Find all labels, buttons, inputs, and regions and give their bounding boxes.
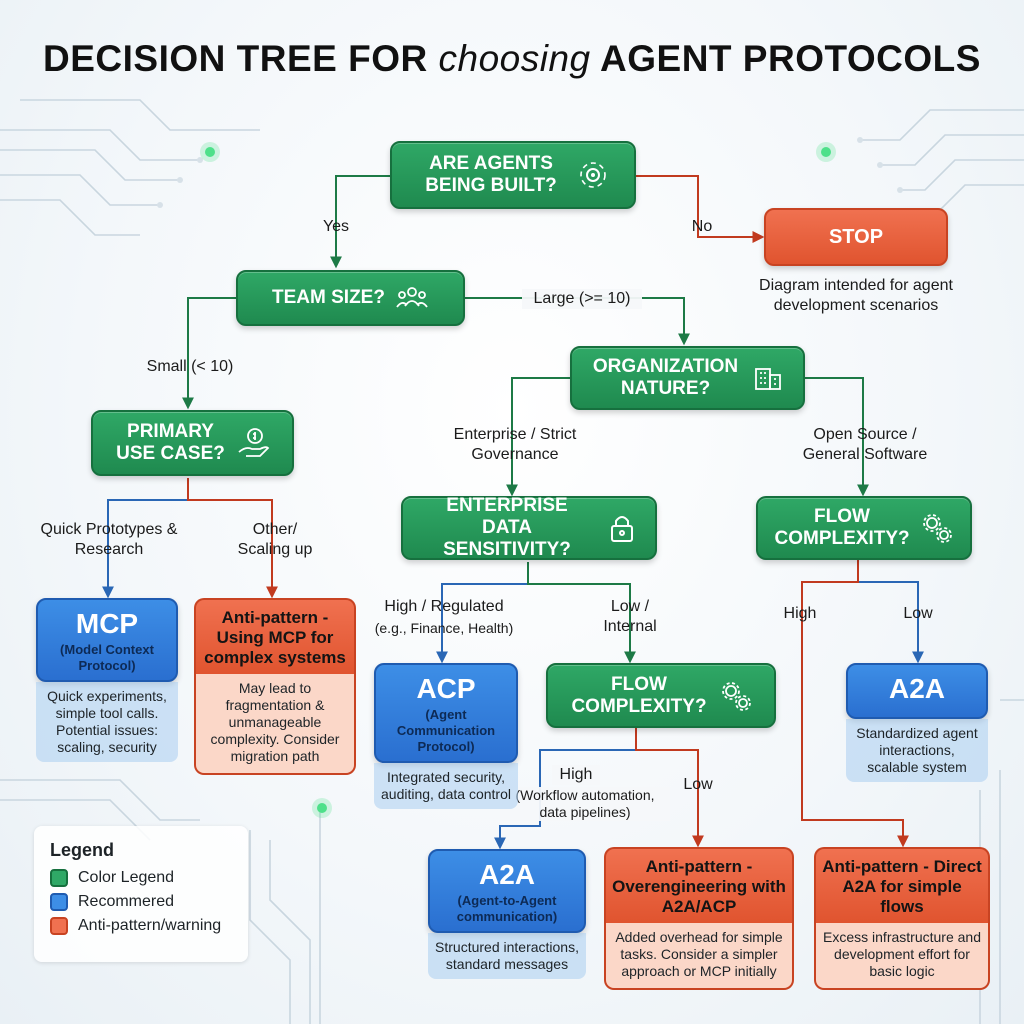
outcome-a2a-head: A2A (Agent-to-Agent communication): [428, 849, 586, 933]
legend-swatch-red: [50, 917, 68, 935]
outcome-anti-pattern-overengineering: Anti-pattern - Overengineering with A2A/…: [604, 847, 794, 990]
node-label: TEAM SIZE?: [272, 287, 385, 308]
outcome-mcp-head: MCP (Model Context Protocol): [36, 598, 178, 682]
gears-icon: [722, 681, 751, 711]
node-flow-complexity-internal: FLOW COMPLEXITY?: [546, 663, 776, 728]
node-label: PRIMARY USE CASE?: [116, 421, 225, 464]
page-title: DECISION TREE FOR choosing AGENT PROTOCO…: [43, 38, 981, 79]
outcome-a2a-workflow: A2A (Agent-to-Agent communication) Struc…: [428, 849, 586, 979]
anti-pattern-description: May lead to fragmentation & unmanageable…: [194, 674, 356, 775]
legend-swatch-blue: [50, 893, 68, 911]
team-icon: [396, 287, 428, 308]
legend-label: Recommered: [78, 893, 175, 910]
edge-label-other: Other/ Scaling up: [237, 521, 313, 558]
anti-pattern-title: Anti-pattern - Using MCP for complex sys…: [194, 598, 356, 674]
node-organization-nature: ORGANIZATION NATURE?: [570, 346, 805, 410]
node-label: FLOW COMPLEXITY?: [774, 506, 910, 549]
outcome-acp-head: ACP (Agent Communication Protocol): [374, 663, 518, 763]
outcome-fullname: (Model Context Protocol): [60, 642, 154, 673]
outcome-description: Quick experiments, simple tool calls. Po…: [36, 682, 178, 762]
node-enterprise-data-sensitivity: ENTERPRISE DATA SENSITIVITY?: [401, 495, 657, 560]
edge-label-small: Small (< 10): [146, 358, 234, 375]
legend: Legend Color Legend Recommered Anti-patt…: [34, 826, 248, 962]
outcome-mcp: MCP (Model Context Protocol) Quick exper…: [36, 598, 178, 762]
outcome-description: Standardized agent interactions, scalabl…: [846, 719, 988, 782]
legend-item: Anti-pattern/warning: [50, 917, 232, 935]
building-icon: [754, 368, 781, 390]
outcome-description: Structured interactions, standard messag…: [428, 933, 586, 979]
node-label: FLOW COMPLEXITY?: [571, 673, 707, 717]
node-team-size: TEAM SIZE?: [236, 270, 465, 326]
edge-label-high-regulated-sub: (e.g., Finance, Health): [374, 620, 514, 636]
anti-pattern-description: Added overhead for simple tasks. Conside…: [604, 923, 794, 990]
legend-title: Legend: [50, 840, 115, 860]
edge-label-yes: Yes: [322, 218, 350, 235]
outcome-name: A2A: [888, 673, 945, 704]
legend-item: Recommered: [50, 893, 232, 911]
gears-icon: [922, 514, 952, 543]
outcome-name: MCP: [75, 608, 139, 639]
edge-label-enterprise: Enterprise / Strict Governance: [453, 426, 577, 463]
edge-label-low-internal: Low / Internal: [603, 598, 657, 635]
outcome-acp: ACP (Agent Communication Protocol) Integ…: [374, 663, 518, 809]
stop-note: Diagram intended for agent development s…: [759, 277, 953, 314]
node-flow-complexity-open-source: FLOW COMPLEXITY?: [756, 496, 972, 560]
outcome-fullname: (Agent Communication Protocol): [396, 707, 496, 754]
target-gear-icon: [580, 162, 606, 188]
edge-label-high-regulated: High / Regulated: [384, 598, 504, 615]
outcome-a2a-open-source: A2A Standardized agent interactions, sca…: [846, 663, 988, 782]
outcome-name: A2A: [478, 859, 535, 890]
edge-label-open-source: Open Source / General Software: [802, 426, 928, 463]
legend-label: Anti-pattern/warning: [78, 917, 222, 934]
outcome-anti-pattern-direct-a2a: Anti-pattern - Direct A2A for simple flo…: [814, 847, 990, 990]
outcome-fullname: (Agent-to-Agent communication): [456, 893, 558, 924]
edge-label-large: Large (>= 10): [522, 289, 642, 309]
anti-pattern-description: Excess infrastructure and development ef…: [814, 923, 990, 990]
node-primary-use-case: PRIMARY USE CASE?: [91, 410, 294, 476]
edge-label-quick: Quick Prototypes & Research: [40, 521, 178, 558]
edge-label-low-mid: Low: [683, 776, 713, 793]
money-hand-icon: [237, 428, 269, 457]
node-label: ARE AGENTS BEING BUILT?: [425, 153, 557, 196]
stop-label: STOP: [828, 225, 884, 248]
edge-label-low-right: Low: [903, 605, 933, 622]
node-are-agents-being-built: ARE AGENTS BEING BUILT?: [390, 141, 636, 209]
outcome-description: Integrated security, auditing, data cont…: [374, 763, 518, 809]
edge-label-high-mid: High: [552, 765, 600, 785]
edge-label-high-right: High: [783, 605, 817, 622]
outcome-anti-pattern-mcp: Anti-pattern - Using MCP for complex sys…: [194, 598, 356, 775]
outcome-name: ACP: [416, 673, 476, 704]
edge-label-no: No: [691, 218, 713, 235]
edge-label-high-mid-sub: (Workflow automation, data pipelines): [500, 787, 670, 821]
node-stop: STOP: [764, 208, 948, 266]
anti-pattern-title: Anti-pattern - Overengineering with A2A/…: [604, 847, 794, 923]
legend-swatch-green: [50, 869, 68, 887]
node-label: ORGANIZATION NATURE?: [592, 356, 739, 399]
legend-label: Color Legend: [78, 869, 175, 886]
node-label: ENTERPRISE DATA SENSITIVITY?: [443, 495, 571, 560]
legend-item: Color Legend: [50, 869, 232, 887]
outcome-a2a-head: A2A: [846, 663, 988, 719]
lock-icon: [610, 516, 633, 542]
anti-pattern-title: Anti-pattern - Direct A2A for simple flo…: [814, 847, 990, 923]
